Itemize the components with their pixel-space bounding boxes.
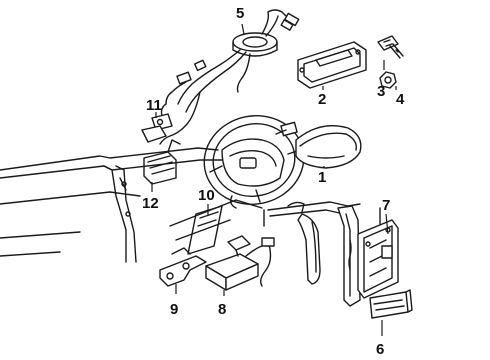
module-6 — [369, 289, 413, 319]
control-module-8 — [169, 199, 275, 291]
callout-11: 11 — [146, 97, 162, 114]
door-trim-panel — [263, 201, 361, 307]
callout-4: 4 — [396, 91, 405, 108]
callout-2: 2 — [318, 91, 326, 108]
callout-9: 9 — [170, 301, 178, 318]
callout-5: 5 — [236, 5, 244, 22]
bolt — [377, 35, 404, 59]
callout-12: 12 — [142, 195, 159, 212]
callout-1: 1 — [318, 169, 326, 186]
callout-6: 6 — [376, 341, 384, 358]
callout-7: 7 — [382, 197, 390, 214]
callout-3: 3 — [377, 83, 385, 100]
module-housing — [297, 41, 367, 89]
callout-10: 10 — [198, 187, 215, 204]
nut — [379, 71, 397, 89]
bracket-9 — [159, 247, 207, 287]
callout-8: 8 — [218, 301, 226, 318]
mounting-bracket-7 — [357, 207, 399, 299]
clock-spring-assembly — [159, 9, 300, 145]
leader-lines — [151, 23, 397, 336]
airbag-module — [275, 121, 362, 169]
cowl-panel-lines — [0, 147, 223, 263]
callout-labels: 1 2 3 4 5 6 7 8 9 10 11 12 — [142, 5, 405, 358]
steering-wheel — [203, 115, 305, 209]
sensor-part-12 — [141, 125, 181, 185]
